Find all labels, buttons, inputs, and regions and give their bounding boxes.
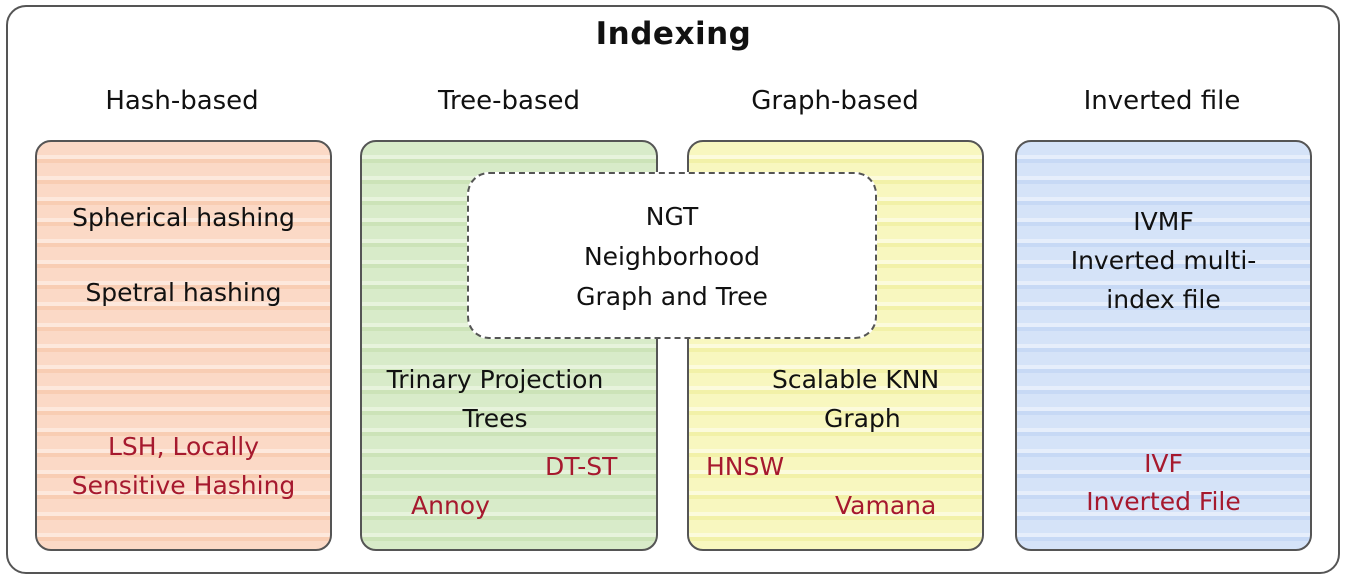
heading-inverted-file: Inverted file — [1083, 86, 1241, 116]
algo-annoy: Annoy — [411, 491, 490, 520]
hash-based-panel — [35, 140, 332, 551]
algo-spetral-hashing: Spetral hashing — [85, 278, 282, 307]
diagram-title: Indexing — [595, 16, 752, 52]
algo-hnsw: HNSW — [706, 452, 785, 481]
algo-dt-st: DT-ST — [545, 452, 618, 481]
algo-ivmf-line-2: Inverted multi- — [1070, 246, 1257, 275]
heading-graph-based: Graph-based — [751, 86, 919, 116]
algo-scalable-knn-line-2: Graph — [824, 404, 901, 433]
algo-ivmf: IVMF — [1133, 207, 1194, 236]
heading-tree-based: Tree-based — [437, 86, 581, 116]
ngt-line-2: Neighborhood — [583, 242, 761, 271]
algo-ivmf-line-3: index file — [1106, 285, 1221, 314]
algo-lsh-line-1: LSH, Locally — [107, 432, 260, 461]
ngt-line-1: NGT — [645, 202, 699, 231]
algo-ivf-line-2: Inverted File — [1086, 487, 1241, 516]
inverted-file-panel — [1015, 140, 1312, 551]
heading-hash-based: Hash-based — [105, 86, 259, 116]
ngt-line-3: Graph and Tree — [576, 282, 768, 311]
ngt-hybrid-box — [467, 172, 877, 339]
algo-scalable-knn-line-1: Scalable KNN — [772, 365, 940, 394]
algo-vamana: Vamana — [835, 491, 937, 520]
algo-spherical-hashing: Spherical hashing — [72, 203, 295, 232]
algo-ivf: IVF — [1144, 449, 1183, 478]
algo-trinary-projection-line-2: Trees — [462, 404, 528, 433]
algo-lsh-line-2: Sensitive Hashing — [71, 471, 296, 500]
algo-trinary-projection-line-1: Trinary Projection — [386, 365, 604, 394]
